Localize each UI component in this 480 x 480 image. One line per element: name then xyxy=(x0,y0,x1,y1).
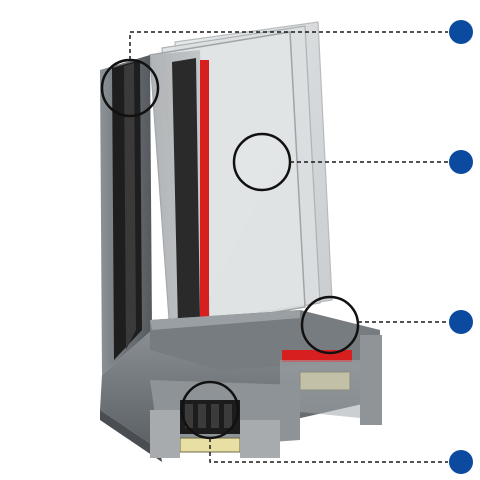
dot-marker-icon[interactable] xyxy=(449,150,473,174)
leader-line-4 xyxy=(209,438,448,463)
callout-leaders xyxy=(129,31,448,463)
dot-marker-icon[interactable] xyxy=(449,450,473,474)
inner-sash xyxy=(150,50,210,330)
dot-marker-icon[interactable] xyxy=(449,310,473,334)
frame-bottom-section xyxy=(150,380,300,458)
callout-markers xyxy=(449,20,473,474)
leader-line-1 xyxy=(129,31,448,60)
highlight-circle-2 xyxy=(232,132,292,192)
sash-bottom-profile xyxy=(150,310,382,425)
dot-marker-icon[interactable] xyxy=(449,20,473,44)
red-gasket-vertical xyxy=(200,60,209,330)
highlight-circle-3 xyxy=(300,295,360,355)
